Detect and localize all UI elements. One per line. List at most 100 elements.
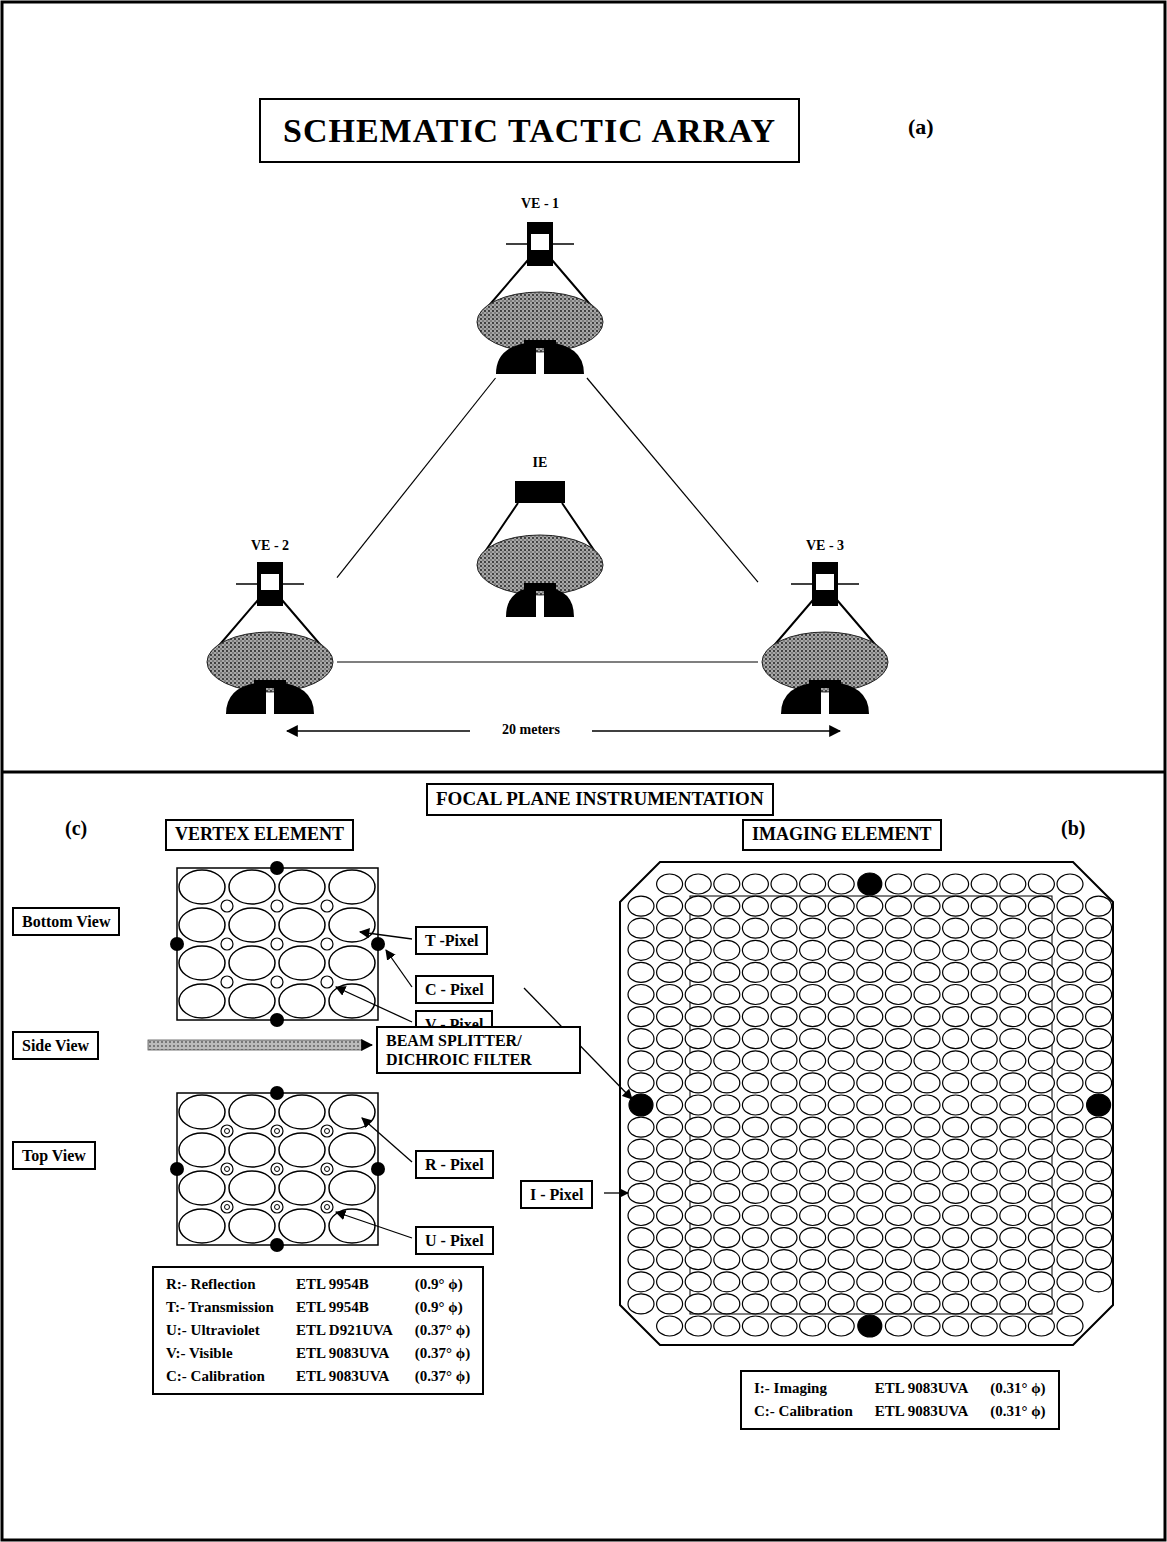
i-pixel <box>1028 1139 1054 1159</box>
i-pixel <box>800 874 826 894</box>
i-pixel <box>828 962 854 982</box>
telescope: VE - 1 <box>470 196 610 378</box>
i-pixel <box>742 1073 768 1093</box>
i-pixel <box>914 1250 940 1270</box>
i-pixel <box>771 1294 797 1314</box>
i-pixel <box>943 1161 969 1181</box>
r-pixel <box>229 1095 275 1129</box>
i-pixel <box>628 985 654 1005</box>
i-pixel <box>885 918 911 938</box>
label-text: VE - 1 <box>519 196 561 211</box>
i-pixel <box>771 1117 797 1137</box>
i-pixel <box>771 1007 797 1027</box>
i-pixel <box>771 918 797 938</box>
i-pixel <box>943 1051 969 1071</box>
i-pixel <box>914 1007 940 1027</box>
i-pixel <box>914 1139 940 1159</box>
beam-splitter-arrow <box>362 1044 372 1046</box>
i-pixel <box>914 1161 940 1181</box>
i-pixel <box>657 874 683 894</box>
i-pixel <box>1028 1029 1054 1049</box>
u-pixel-core <box>275 1205 280 1210</box>
r-pixel <box>279 1133 325 1167</box>
i-pixel <box>828 1228 854 1248</box>
i-pixel <box>971 940 997 960</box>
c-pixel <box>629 1094 653 1116</box>
i-pixel <box>971 985 997 1005</box>
i-pixel <box>657 1183 683 1203</box>
v-pixel <box>221 938 233 950</box>
i-pixel <box>857 896 883 916</box>
i-pixel <box>971 1316 997 1336</box>
i-pixel <box>685 1117 711 1137</box>
array-baseline <box>337 661 758 662</box>
i-pixel <box>800 918 826 938</box>
i-pixel <box>1000 1316 1026 1336</box>
i-pixel <box>1028 1073 1054 1093</box>
c-pixel <box>858 873 882 895</box>
i-pixel <box>685 1272 711 1292</box>
vertex-bottom-grid <box>177 868 378 1020</box>
i-pixel <box>657 962 683 982</box>
c-pixel <box>371 1162 385 1176</box>
telescope: IE <box>470 455 610 622</box>
c-pixel <box>270 861 284 875</box>
i-pixel <box>1086 985 1112 1005</box>
i-pixel <box>1000 1272 1026 1292</box>
i-pixel <box>1057 1029 1083 1049</box>
i-pixel <box>714 985 740 1005</box>
i-pixel <box>1057 1073 1083 1093</box>
c-pixel <box>170 1162 184 1176</box>
i-pixel <box>657 1073 683 1093</box>
label-text: R - Pixel <box>425 1156 484 1173</box>
i-pixel <box>685 1095 711 1115</box>
r-pixel <box>329 1133 375 1167</box>
i-pixel <box>885 1294 911 1314</box>
i-pixel <box>742 1117 768 1137</box>
i-pixel <box>828 896 854 916</box>
i-pixel <box>857 1029 883 1049</box>
i-pixel <box>943 985 969 1005</box>
v-pixel <box>271 900 283 912</box>
i-pixel <box>1086 896 1112 916</box>
i-pixel <box>828 874 854 894</box>
c-pixel <box>371 937 385 951</box>
table-cell: U:- Ultraviolet <box>166 1322 274 1339</box>
vertex-telescope <box>477 222 603 374</box>
i-pixel <box>857 962 883 982</box>
i-pixel <box>685 940 711 960</box>
i-pixel <box>943 962 969 982</box>
t-pixel <box>329 908 375 942</box>
label-box: BEAM SPLITTER/ DICHROIC FILTER <box>376 1026 581 1074</box>
title-box: SCHEMATIC TACTIC ARRAY <box>259 98 800 163</box>
i-pixel <box>771 1228 797 1248</box>
r-pixel <box>279 1209 325 1243</box>
i-pixel <box>971 874 997 894</box>
i-pixel <box>1028 896 1054 916</box>
i-pixel <box>742 1250 768 1270</box>
u-pixel <box>271 1163 283 1175</box>
i-pixel <box>657 1316 683 1336</box>
i-pixel <box>714 1073 740 1093</box>
i-pixel <box>657 1007 683 1027</box>
i-pixel <box>828 1206 854 1226</box>
i-pixel <box>828 940 854 960</box>
i-pixel <box>943 1183 969 1203</box>
i-pixel <box>771 896 797 916</box>
i-pixel <box>885 940 911 960</box>
label-text: VE - 2 <box>249 538 291 553</box>
i-pixel <box>914 940 940 960</box>
i-pixel <box>1000 1051 1026 1071</box>
i-pixel <box>914 1316 940 1336</box>
label-box: Top View <box>12 1141 96 1170</box>
i-pixel <box>742 1183 768 1203</box>
imaging-camera-outline <box>620 862 1113 1345</box>
imaging-pixels <box>628 873 1112 1337</box>
i-pixel <box>914 1073 940 1093</box>
i-pixel <box>1057 874 1083 894</box>
beam-splitter <box>148 1040 362 1050</box>
i-pixel <box>1057 1183 1083 1203</box>
i-pixel <box>800 985 826 1005</box>
u-pixel-core <box>325 1205 330 1210</box>
label-box: Side View <box>12 1031 99 1060</box>
